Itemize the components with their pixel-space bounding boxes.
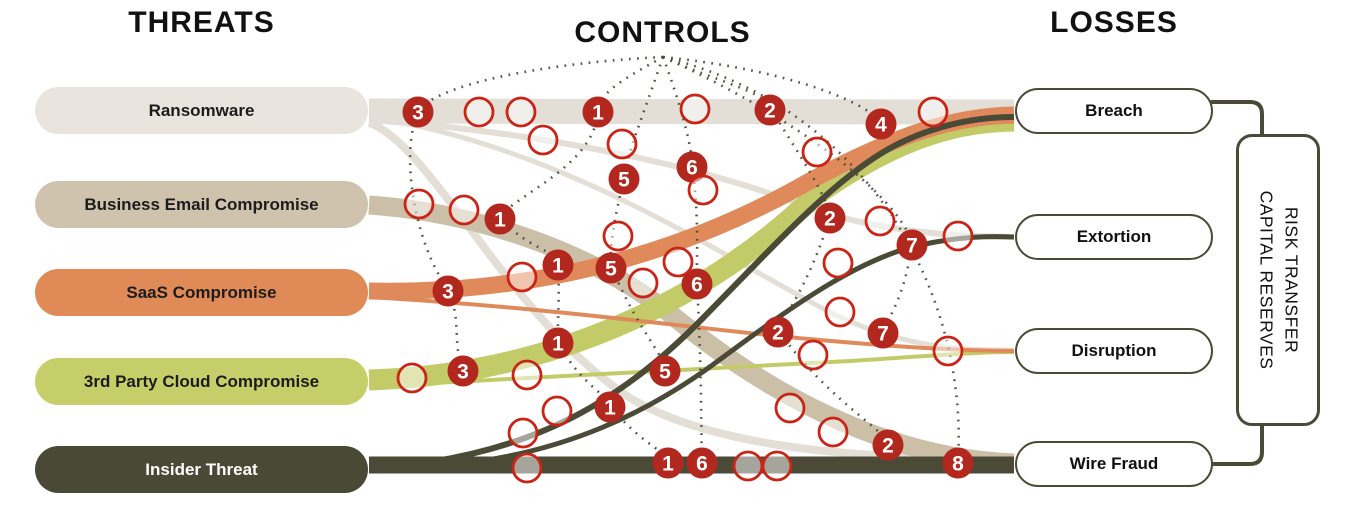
threats-column-title: THREATS <box>128 6 275 39</box>
control-badge-1 <box>484 203 516 235</box>
control-point-open <box>932 335 964 367</box>
control-badge-4 <box>865 108 897 140</box>
control-badge-6 <box>676 151 708 183</box>
control-point-open <box>822 247 854 279</box>
control-badge-5 <box>608 163 640 195</box>
control-badge-7 <box>867 317 899 349</box>
control-point-open <box>917 96 949 128</box>
control-point-open <box>687 174 719 206</box>
control-point-open <box>463 96 495 128</box>
control-badge-5 <box>649 355 681 387</box>
dotted-link-control3 <box>408 55 664 370</box>
control-point-open <box>801 136 833 168</box>
control-badge-6 <box>686 447 718 479</box>
control-point-open <box>679 93 711 125</box>
control-badge-number: 5 <box>659 361 671 384</box>
threat-pill-saas: SaaS Compromise <box>35 269 368 316</box>
control-badge-6 <box>681 268 713 300</box>
control-point-open <box>817 416 849 448</box>
control-badge-1 <box>582 96 614 128</box>
control-point-open <box>396 362 428 394</box>
control-badge-2 <box>872 429 904 461</box>
loss-pill-disruption: Disruption <box>1015 328 1213 374</box>
control-badge-8 <box>942 447 974 479</box>
control-badge-number: 2 <box>764 100 776 123</box>
control-badge-2 <box>762 316 794 348</box>
control-point-open <box>606 128 638 160</box>
control-point-open <box>511 452 543 484</box>
reserves-line2: CAPITAL RESERVES <box>1256 190 1276 370</box>
threat-pill-insider: Insider Threat <box>35 446 368 493</box>
control-badge-5 <box>595 252 627 284</box>
control-point-open <box>627 267 659 299</box>
bracket-breach-to-reserves <box>1210 100 1264 140</box>
control-badge-number: 5 <box>605 258 617 281</box>
loss-pill-wirefraud: Wire Fraud <box>1015 441 1213 487</box>
control-point-open <box>505 96 537 128</box>
control-badge-3 <box>432 275 464 307</box>
control-badge-number: 3 <box>457 361 469 384</box>
control-point-open <box>824 296 856 328</box>
control-badge-1 <box>652 447 684 479</box>
loss-pill-breach: Breach <box>1015 88 1213 134</box>
control-point-open <box>732 450 764 482</box>
control-badge-number: 6 <box>696 453 708 476</box>
control-point-open <box>511 359 543 391</box>
control-point-open <box>864 205 896 237</box>
control-point-open <box>403 188 435 220</box>
control-point-open <box>506 261 538 293</box>
reserves-line1: RISK TRANSFER <box>1281 206 1302 354</box>
control-badge-number: 8 <box>952 453 964 476</box>
control-badge-number: 2 <box>882 435 894 458</box>
control-badge-number: 1 <box>604 397 616 420</box>
capital-reserves-label: RISK TRANSFER CAPITAL RESERVES <box>1253 130 1304 430</box>
control-badge-1 <box>542 327 574 359</box>
control-badge-1 <box>542 249 574 281</box>
control-badge-number: 7 <box>906 235 918 258</box>
control-badge-3 <box>447 355 479 387</box>
control-point-open <box>527 124 559 156</box>
control-badge-2 <box>754 94 786 126</box>
dotted-link-control5 <box>609 56 667 370</box>
control-badge-number: 7 <box>877 323 889 346</box>
control-badge-number: 2 <box>824 208 836 231</box>
control-badge-number: 6 <box>686 157 698 180</box>
control-badge-number: 6 <box>691 274 703 297</box>
control-point-open <box>541 395 573 427</box>
loss-pill-extortion: Extortion <box>1015 214 1213 260</box>
control-badge-number: 3 <box>442 281 454 304</box>
control-point-open <box>448 194 480 226</box>
control-point-open <box>602 220 634 252</box>
control-badge-number: 5 <box>618 169 630 192</box>
control-badge-2 <box>814 202 846 234</box>
control-badge-number: 1 <box>494 209 506 232</box>
control-badge-number: 3 <box>412 102 424 125</box>
capital-reserves-box <box>1236 134 1320 426</box>
control-badge-1 <box>594 391 626 423</box>
control-point-open <box>761 450 793 482</box>
control-point-open <box>797 339 829 371</box>
flow-cloud-disruption <box>368 350 1015 388</box>
control-badge-3 <box>402 96 434 128</box>
control-badge-number: 1 <box>592 102 604 125</box>
losses-column-title: LOSSES <box>1050 6 1178 39</box>
controls-column-title: CONTROLS <box>574 16 751 49</box>
control-point-open <box>662 246 694 278</box>
control-badge-7 <box>896 229 928 261</box>
threat-pill-bec: Business Email Compromise <box>35 181 368 228</box>
threat-pill-cloud: 3rd Party Cloud Compromise <box>35 358 368 405</box>
control-point-open <box>942 220 974 252</box>
control-badge-number: 1 <box>552 333 564 356</box>
control-badge-number: 1 <box>662 453 674 476</box>
bracket-wirefraud-to-reserves <box>1210 420 1264 466</box>
control-badge-number: 1 <box>552 255 564 278</box>
threat-pill-ransomware: Ransomware <box>35 87 368 134</box>
control-badge-number: 2 <box>772 322 784 345</box>
control-point-open <box>774 392 806 424</box>
control-point-open <box>507 417 539 449</box>
control-badge-number: 4 <box>875 114 887 137</box>
